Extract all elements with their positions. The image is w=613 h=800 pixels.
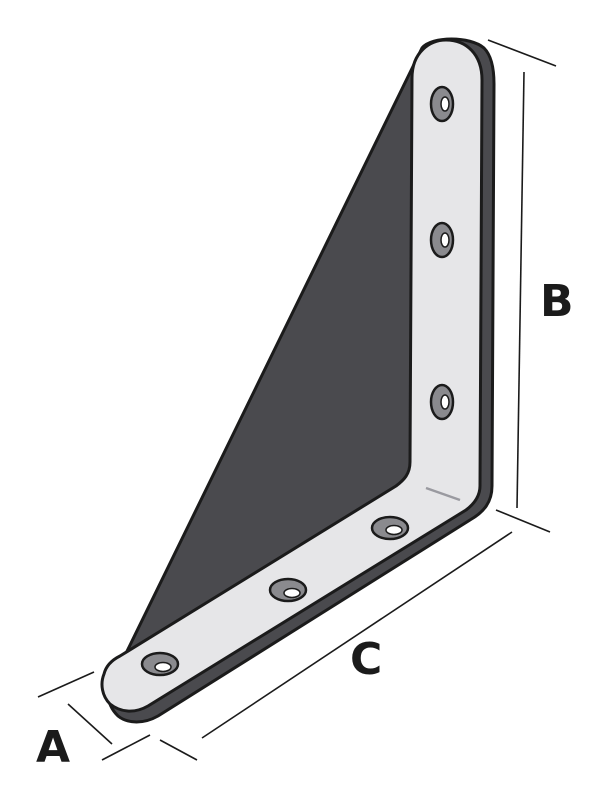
- horizontal-leg-holes: [140, 515, 410, 677]
- dimension-label-b: B: [540, 276, 574, 327]
- dimension-b-extension-bottom: [495, 509, 551, 533]
- bracket-face: [100, 38, 484, 713]
- dimension-lines: [37, 39, 557, 761]
- screw-hole: [429, 383, 455, 421]
- dimension-label-c: C: [350, 634, 382, 685]
- vertical-leg-holes: [429, 85, 455, 421]
- dimension-b-line: [516, 71, 525, 509]
- dimension-a-line: [67, 703, 113, 745]
- dimension-a-extension-top: [37, 671, 95, 698]
- dimension-c-extension-end: [201, 531, 513, 739]
- screw-hole: [268, 577, 308, 603]
- bend-crease-line: [425, 486, 461, 502]
- dimension-c-extension-start: [159, 739, 198, 761]
- screw-hole: [429, 221, 455, 259]
- screw-hole: [429, 85, 455, 123]
- dimension-label-a: A: [36, 722, 70, 773]
- dimension-b-extension-top: [487, 39, 557, 67]
- dimension-a-extension-bottom: [101, 734, 151, 761]
- screw-hole: [140, 651, 180, 677]
- screw-hole: [370, 515, 410, 541]
